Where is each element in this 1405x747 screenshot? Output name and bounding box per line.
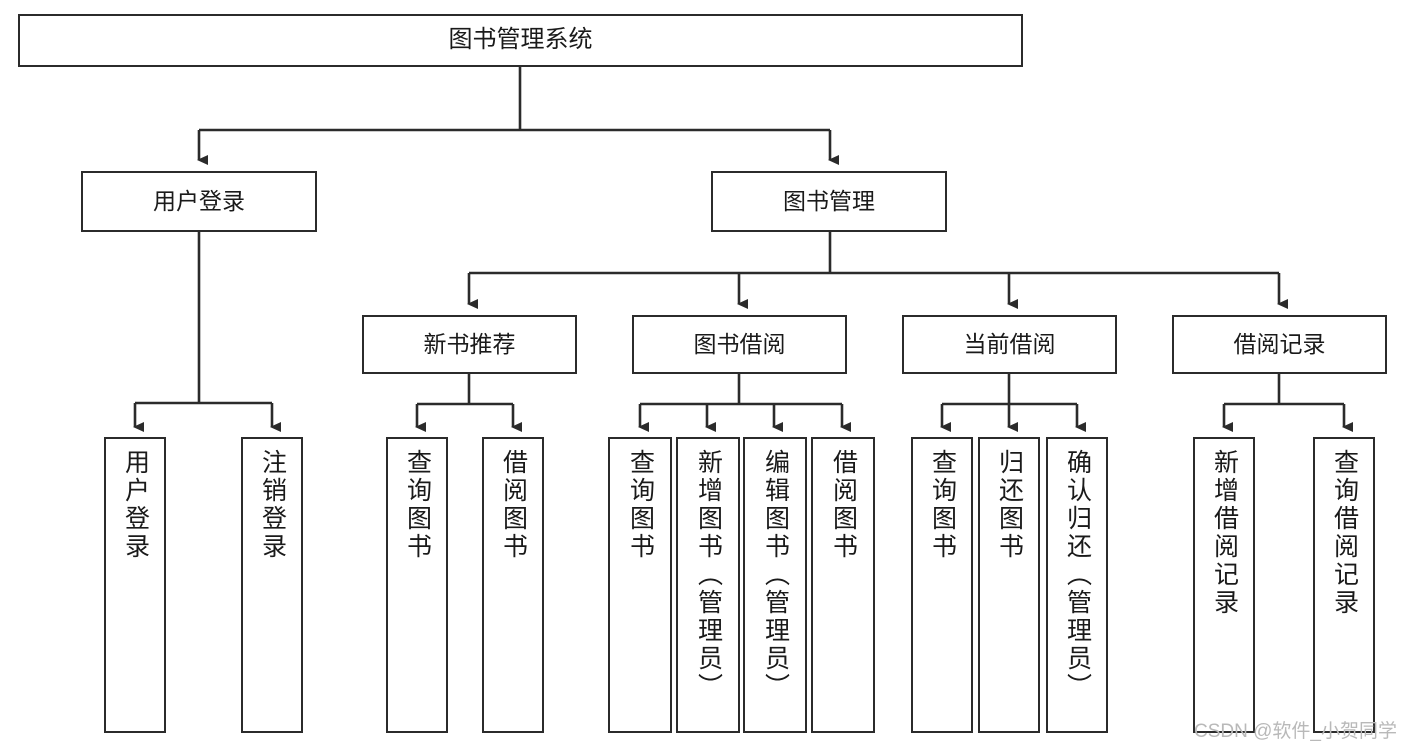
leaf-recommend-borrow-book[interactable]: 借阅图书 [482, 437, 544, 733]
node-label: 编辑图书（管理员） [761, 449, 790, 701]
node-label: 查询图书 [403, 449, 432, 561]
node-label: 查询借阅记录 [1330, 449, 1359, 617]
node-new-book-recommend[interactable]: 新书推荐 [362, 315, 577, 374]
csdn-watermark: CSDN @软件_小贺同学 [1194, 721, 1397, 742]
node-label: 图书管理系统 [448, 26, 593, 54]
leaf-borrow-query-book[interactable]: 查询图书 [608, 437, 672, 733]
node-label: 借阅图书 [499, 449, 528, 561]
leaf-user-login[interactable]: 用户登录 [104, 437, 166, 733]
leaf-current-confirm-return[interactable]: 确认归还（管理员） [1046, 437, 1108, 733]
leaf-record-add-record[interactable]: 新增借阅记录 [1193, 437, 1255, 733]
leaf-record-query-record[interactable]: 查询借阅记录 [1313, 437, 1375, 733]
node-label: 当前借阅 [963, 330, 1056, 357]
node-label: 借阅记录 [1233, 330, 1326, 357]
node-label: 图书借阅 [693, 330, 786, 357]
node-label: 新增图书（管理员） [694, 449, 723, 701]
node-label: 用户登录 [153, 187, 245, 214]
node-user-login[interactable]: 用户登录 [81, 171, 317, 232]
node-label: 新增借阅记录 [1210, 449, 1239, 617]
node-book-management[interactable]: 图书管理 [711, 171, 947, 232]
leaf-borrow-edit-book[interactable]: 编辑图书（管理员） [743, 437, 807, 733]
node-label: 查询图书 [928, 449, 957, 561]
node-label: 图书管理 [783, 187, 875, 214]
node-label: 用户登录 [121, 449, 150, 561]
leaf-borrow-add-book[interactable]: 新增图书（管理员） [676, 437, 740, 733]
node-root-system[interactable]: 图书管理系统 [18, 14, 1023, 67]
node-label: 注销登录 [258, 449, 287, 561]
node-book-borrow[interactable]: 图书借阅 [632, 315, 847, 374]
leaf-borrow-borrow-book[interactable]: 借阅图书 [811, 437, 875, 733]
leaf-user-logout[interactable]: 注销登录 [241, 437, 303, 733]
node-label: 借阅图书 [829, 449, 858, 561]
node-current-borrow[interactable]: 当前借阅 [902, 315, 1117, 374]
node-borrow-record[interactable]: 借阅记录 [1172, 315, 1387, 374]
node-label: 新书推荐 [423, 330, 516, 357]
leaf-recommend-query-book[interactable]: 查询图书 [386, 437, 448, 733]
leaf-current-return-book[interactable]: 归还图书 [978, 437, 1040, 733]
node-label: 确认归还（管理员） [1063, 449, 1092, 701]
node-label: 归还图书 [995, 449, 1024, 561]
node-label: 查询图书 [626, 449, 655, 561]
leaf-current-query-book[interactable]: 查询图书 [911, 437, 973, 733]
